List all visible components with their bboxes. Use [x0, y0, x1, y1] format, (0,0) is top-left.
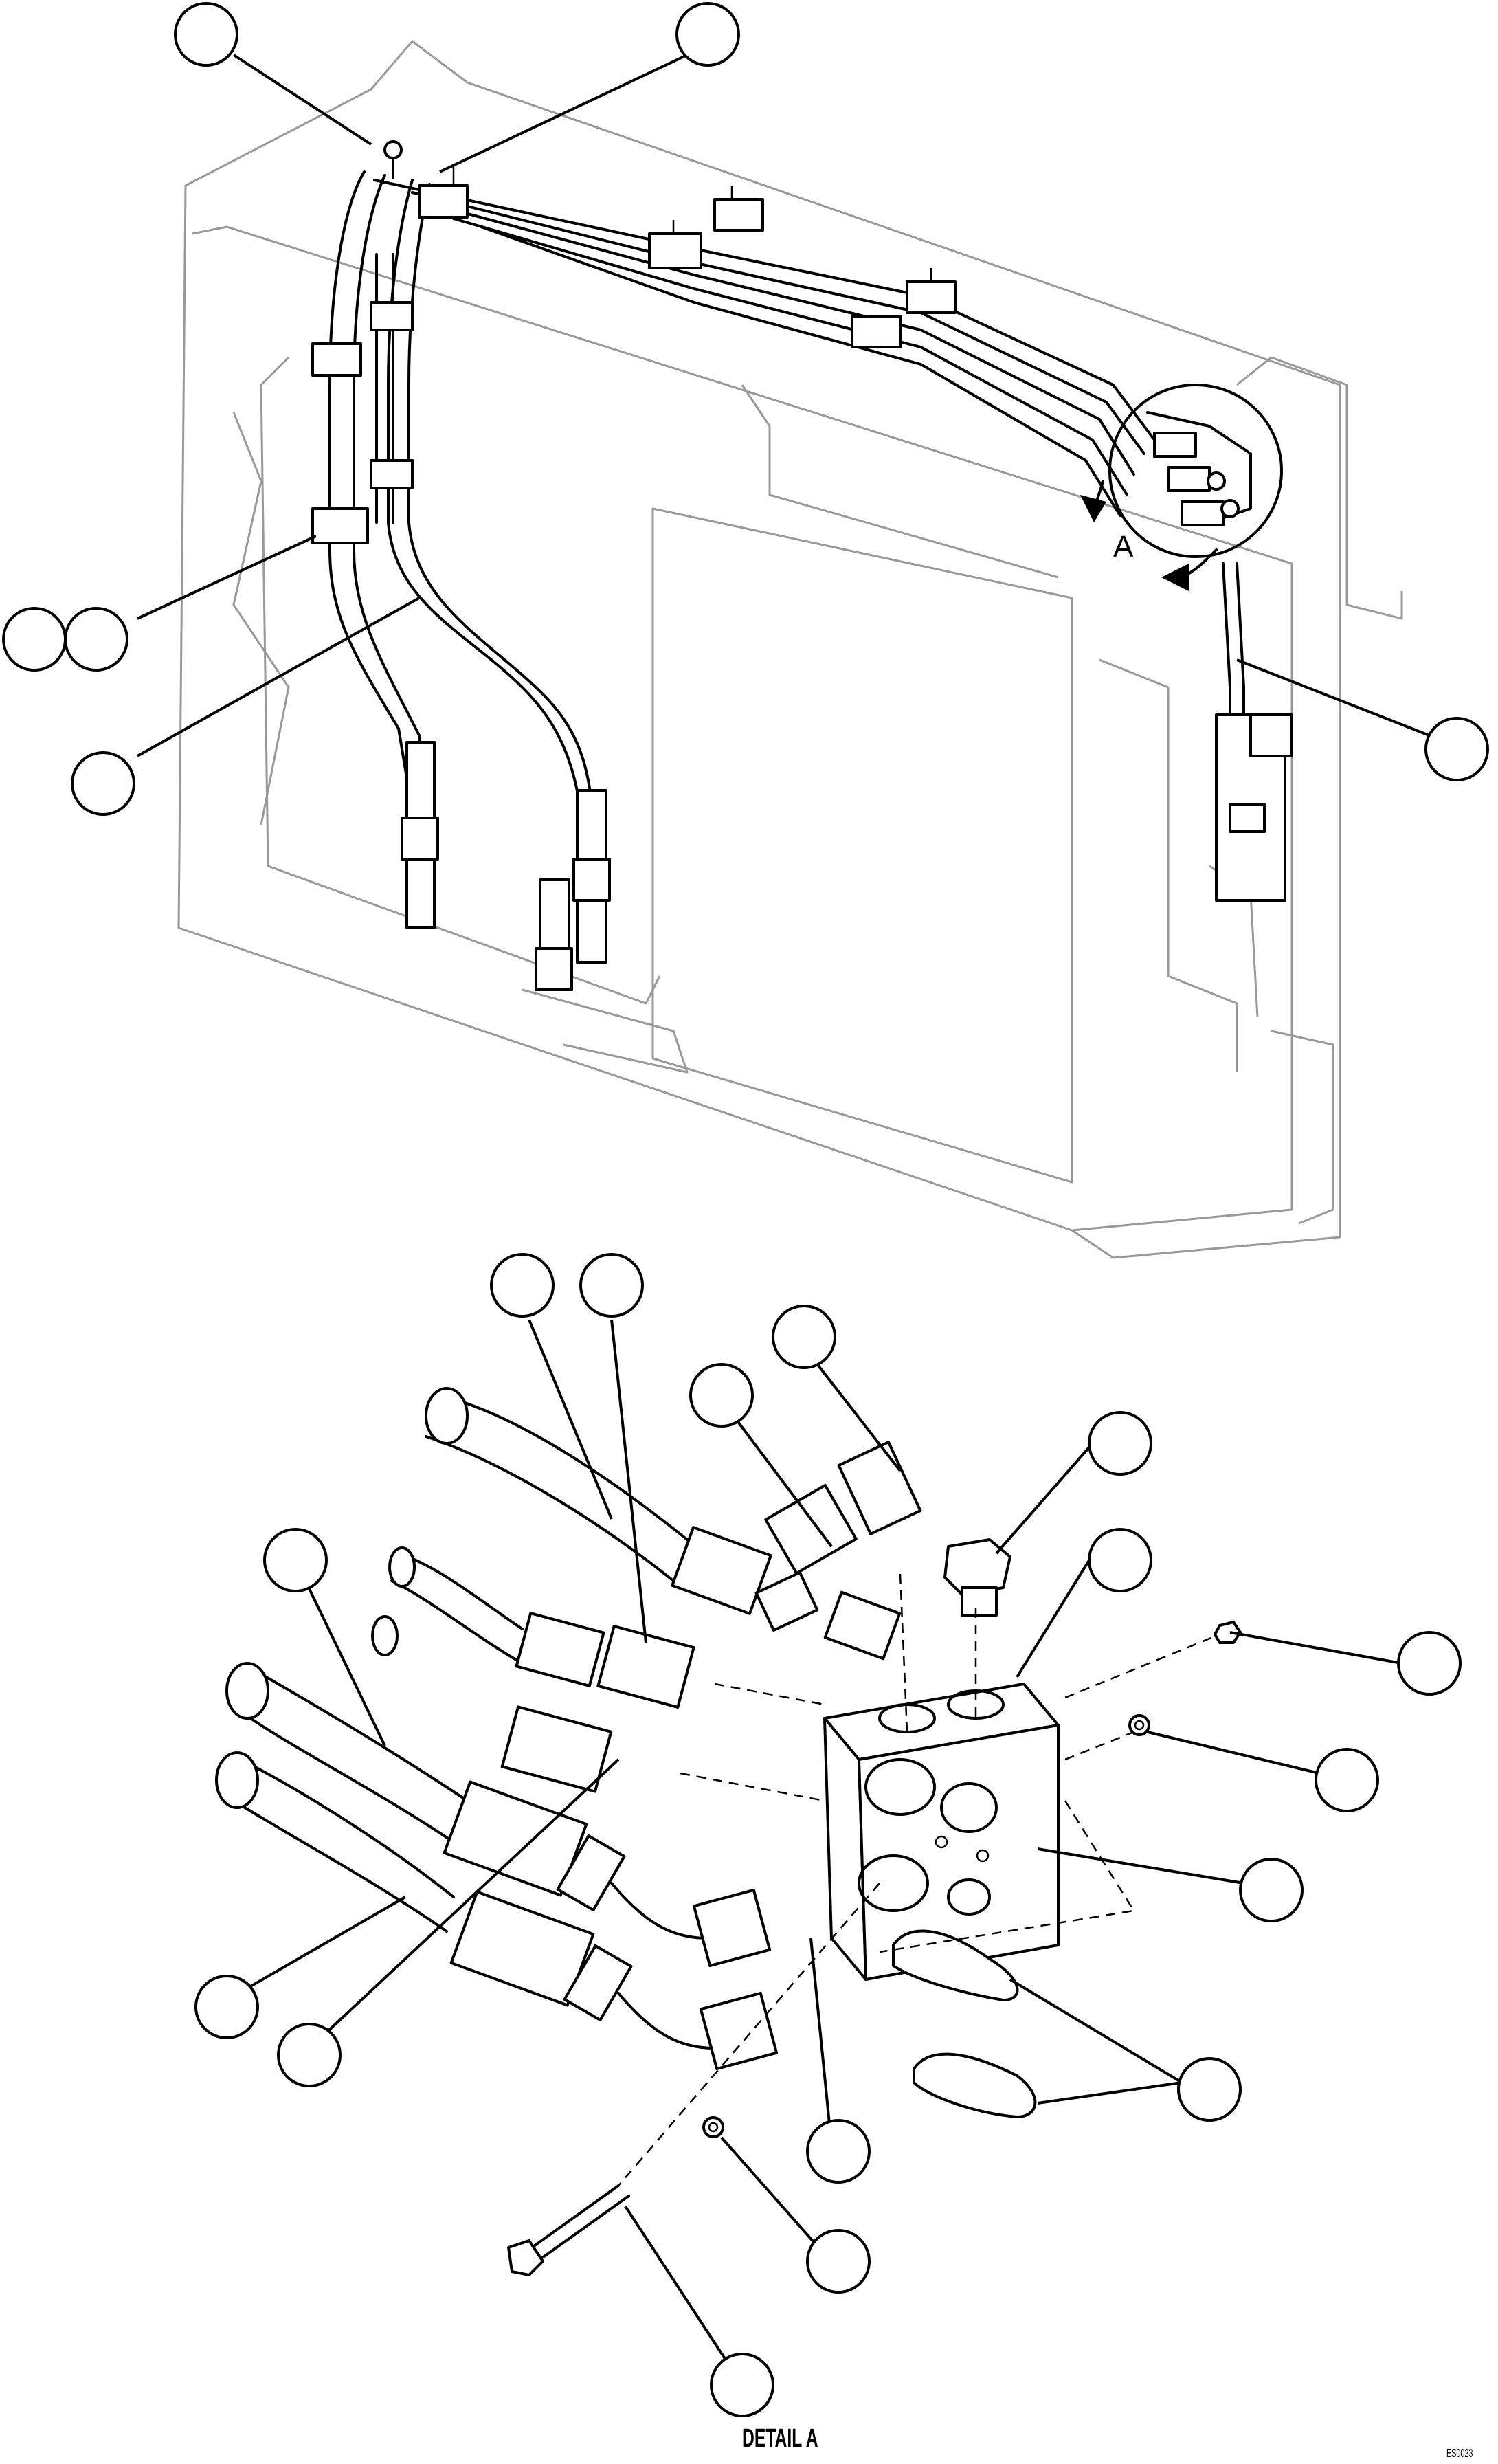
detail-a-caption: DETAIL A — [742, 2423, 818, 2453]
callout-balloon — [194, 1975, 259, 2039]
callout-balloon — [689, 1363, 754, 1428]
callout-balloon — [1239, 1858, 1304, 1922]
hose-bundle-upper — [328, 170, 1156, 840]
callout-balloons — [2, 2, 1489, 2417]
manifold-block — [823, 1683, 1060, 1981]
callout-leaders — [137, 54, 1430, 2386]
callout-balloon — [1177, 2057, 1242, 2122]
callout-balloon — [71, 751, 135, 816]
machine-frame-ghost — [177, 40, 1403, 1259]
figure-code: ES0023 — [1446, 2447, 1473, 2460]
callout-balloon — [806, 2229, 871, 2294]
callout-balloon — [263, 1528, 328, 1592]
detail-fittings — [443, 1441, 922, 2071]
centerlines — [618, 1573, 1217, 2186]
callout-balloon — [1397, 1631, 1462, 1696]
callout-balloon — [1088, 1528, 1152, 1592]
callout-balloon — [174, 2, 238, 67]
callout-balloon — [1315, 1748, 1379, 1812]
callout-balloon — [675, 2, 740, 67]
callout-balloon — [772, 1305, 836, 1369]
callout-balloon — [1424, 717, 1489, 781]
callout-balloon — [277, 2023, 342, 2087]
filter-assembly — [1215, 562, 1293, 902]
callout-balloon — [490, 1253, 555, 1318]
quick-couplers — [401, 741, 611, 991]
detail-hardware — [507, 1538, 1242, 2276]
callout-balloon — [806, 2119, 871, 2184]
detail-hoses — [215, 1387, 689, 1933]
clamp-blocks — [311, 140, 957, 544]
detail-a-circle: A — [1080, 384, 1283, 591]
callout-balloon — [64, 607, 128, 672]
valve-fittings-upper — [1146, 411, 1252, 526]
callout-balloon — [1088, 1411, 1152, 1476]
callout-balloon — [579, 1253, 644, 1318]
view-a-label: A — [1113, 530, 1134, 564]
callout-balloon — [2, 607, 67, 672]
callout-balloon — [710, 2353, 774, 2417]
